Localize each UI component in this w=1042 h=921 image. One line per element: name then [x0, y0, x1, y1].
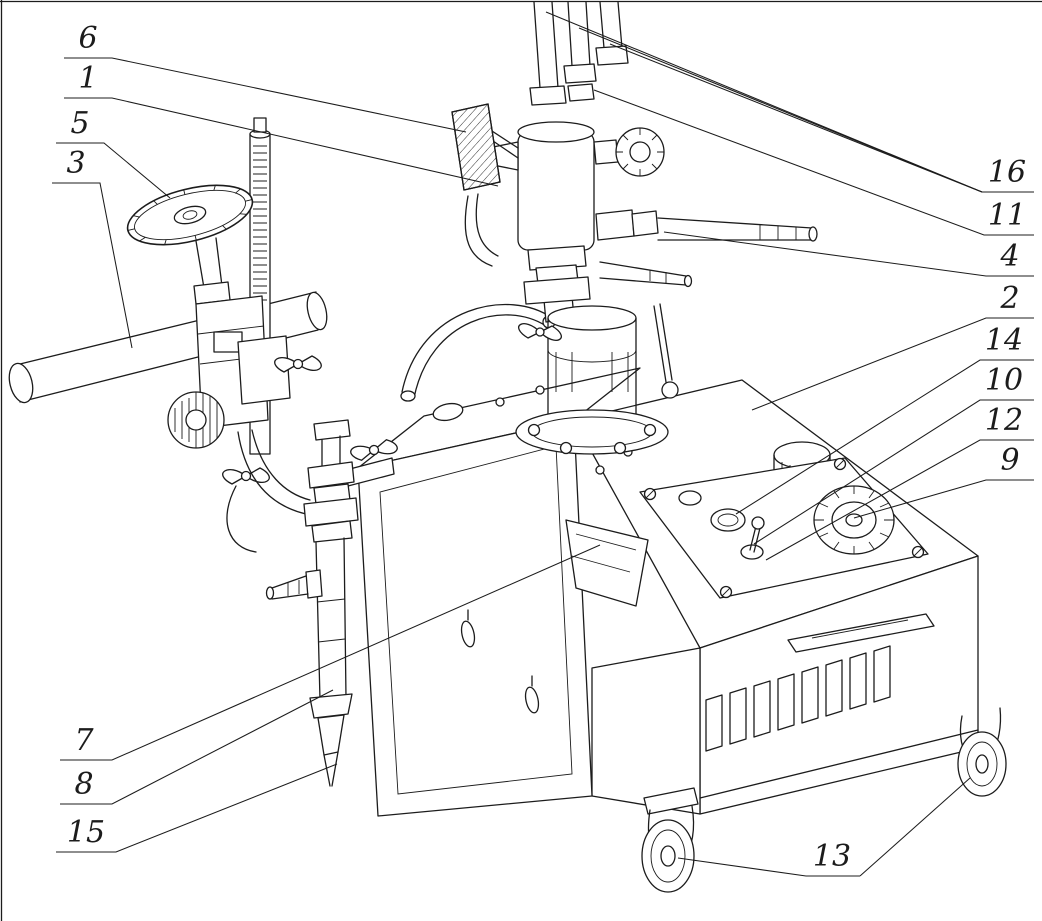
leader-2 — [751, 317, 1034, 411]
callout-label-1: 1 — [78, 61, 97, 96]
valve-lever — [451, 103, 519, 267]
wing-nut — [274, 355, 322, 373]
callout-label-6: 6 — [78, 21, 97, 56]
leader-10 — [753, 399, 1034, 545]
callout-label-15: 15 — [67, 815, 105, 850]
panel-screws — [643, 457, 925, 599]
handwheel-stem — [193, 237, 231, 305]
leader-12 — [765, 439, 1034, 561]
leader-16 — [545, 11, 1034, 193]
knurled-grip — [451, 103, 501, 191]
leader-1 — [64, 97, 499, 187]
leader-11 — [593, 89, 1034, 236]
rear-wheel — [957, 707, 1007, 797]
clutch-bracket — [565, 519, 649, 607]
callout-label-2: 2 — [999, 281, 1019, 316]
callout-label-7: 7 — [74, 723, 94, 758]
leader-lines — [52, 11, 1034, 877]
callout-label-3: 3 — [66, 146, 85, 181]
callout-label-11: 11 — [988, 198, 1026, 233]
door-latch — [524, 675, 540, 714]
drive-rack — [705, 645, 891, 752]
callout-label-13: 13 — [813, 839, 851, 874]
nozzle-body — [317, 714, 345, 756]
leader-9 — [853, 479, 1034, 519]
callout-label-10: 10 — [985, 363, 1023, 398]
leader-4 — [663, 231, 1034, 277]
leader-15 — [56, 763, 338, 853]
gearbox-housing — [357, 367, 641, 817]
callout-label-4: 4 — [999, 239, 1019, 274]
nozzle-nut — [309, 693, 353, 719]
cutting-tip — [323, 751, 339, 787]
oxygen-valve-knob — [615, 127, 665, 177]
front-wheel — [641, 787, 699, 893]
carriage-clamp — [167, 295, 322, 553]
wing-nut — [222, 467, 270, 485]
leader-6 — [64, 57, 467, 133]
cutting-torch — [265, 419, 398, 787]
speed-knob — [813, 485, 895, 555]
leader-8 — [60, 689, 334, 805]
control-panel — [639, 441, 929, 599]
leader-13 — [677, 777, 971, 877]
door-latch — [460, 609, 476, 648]
callout-label-16: 16 — [988, 155, 1026, 190]
callout-label-12: 12 — [985, 403, 1023, 438]
callout-label-9: 9 — [1000, 443, 1019, 478]
callout-label-5: 5 — [70, 106, 89, 141]
toggle-switch — [740, 516, 765, 560]
gas-hoses — [529, 1, 629, 106]
wing-bolt — [518, 323, 562, 341]
leader-7 — [60, 544, 601, 761]
callout-label-14: 14 — [985, 323, 1023, 358]
blank-plug-cap — [678, 490, 702, 506]
clutch-lever — [653, 303, 679, 399]
valve-manifold — [451, 103, 818, 305]
leader-3 — [52, 182, 133, 349]
carry-handle-recess — [787, 613, 935, 653]
hose-barb-right — [657, 217, 818, 242]
callout-label-8: 8 — [74, 767, 93, 802]
torch-hose-barb — [265, 569, 323, 600]
hose-barb-lower — [599, 261, 693, 288]
knurled-knob — [167, 391, 225, 449]
lifting-handle — [400, 303, 556, 402]
leader-5 — [56, 142, 171, 199]
torch-post — [515, 295, 679, 455]
socket-plug — [710, 508, 746, 532]
handwheel — [126, 184, 254, 246]
wing-nut — [350, 439, 398, 461]
callout-labels: 6 1 5 3 7 8 15 16 11 4 2 14 10 12 9 13 — [66, 21, 1026, 874]
leader-14 — [735, 359, 1034, 515]
